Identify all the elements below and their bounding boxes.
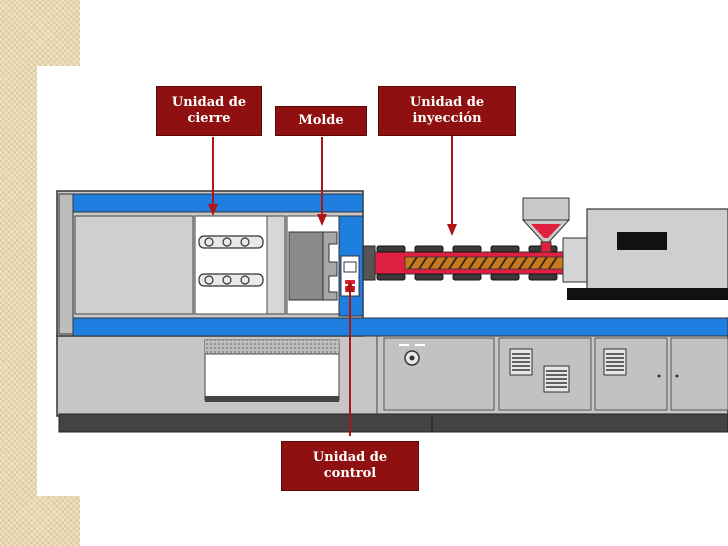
hopper-icon [521,197,571,253]
drive-coupling [562,237,590,283]
label-clamping-unit: Unidad de cierre [156,86,262,136]
label-control-unit: Unidad de control [281,441,419,491]
mold-half-moving [288,231,324,301]
vent-grill-icon [509,348,627,393]
label-injection-unit: Unidad de inyección [378,86,516,136]
cabinet-door-1 [383,337,495,411]
cabinet-door-4 [670,337,728,411]
label-control-line1: Unidad de [312,450,388,465]
label-injection-line1: Unidad de [409,95,485,110]
bed-rail [72,317,728,337]
base-opening-floor [205,396,339,402]
moving-platen [266,215,286,315]
label-injection-line2: inyección [412,111,482,126]
pointer-arrows [208,136,457,436]
toggle-area [194,215,268,315]
screw-icon [404,256,564,270]
label-clamping-line1: Unidad de [171,95,247,110]
drive-display [617,232,667,250]
mesh-texture [205,340,339,354]
base-opening [204,353,340,401]
mold-cavity [322,231,338,301]
clamp-top-rail [72,193,364,213]
machine-foot [58,413,728,433]
label-mold: Molde [275,106,367,136]
injection-machine-diagram [56,136,728,436]
nozzle [362,245,376,281]
tie-bars [198,235,264,287]
drive-base [567,288,728,300]
diagram-panel [37,66,728,496]
clamp-cylinder [74,215,194,315]
label-mold-text: Molde [298,113,344,128]
label-clamping-line2: cierre [187,111,231,126]
label-control-line2: control [323,466,377,481]
